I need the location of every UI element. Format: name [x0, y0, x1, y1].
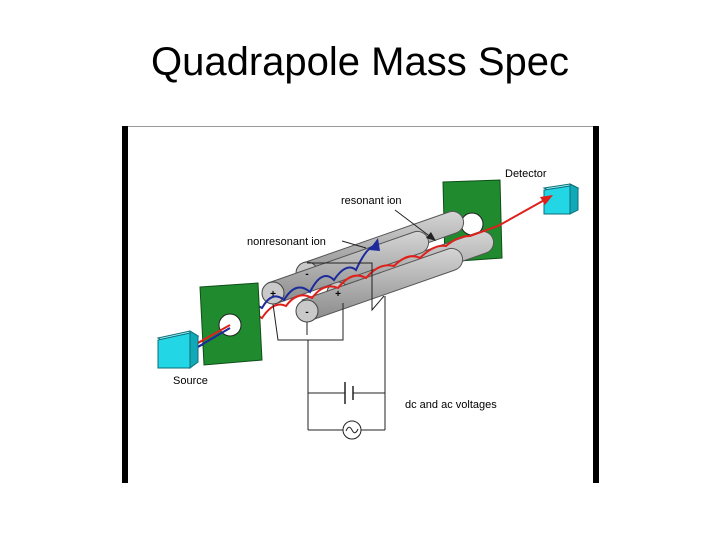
- rod-bottom-sign: -: [305, 307, 308, 318]
- ac-source-symbol: [342, 420, 362, 440]
- source-box: [156, 330, 200, 369]
- rod-top-sign: -: [305, 269, 308, 280]
- rod-bottom: [295, 247, 464, 323]
- source-label: Source: [173, 375, 208, 387]
- resonant-ion-pointer-head: [426, 232, 436, 241]
- resonant-ion-label: resonant ion: [341, 195, 402, 207]
- resonant-ion-pointer: [394, 209, 433, 239]
- rod-left-sign: +: [270, 289, 276, 300]
- nonresonant-ion-pointer: [341, 240, 367, 249]
- panel-right-border: [593, 126, 599, 483]
- panel-left-border: [122, 126, 128, 483]
- wiring-circuit: [272, 262, 386, 431]
- nonresonant-ion-label: nonresonant ion: [247, 236, 326, 248]
- detector-label: Detector: [505, 168, 547, 180]
- slide-title: Quadrapole Mass Spec: [150, 40, 569, 84]
- dc-battery-symbol: [344, 382, 354, 404]
- ion-beam-entry-blue: [195, 327, 231, 349]
- nonresonant-ion-arrowhead: [369, 238, 380, 251]
- resonant-ion-arrowhead: [540, 195, 553, 205]
- resonant-ion-path: [195, 197, 549, 345]
- voltages-label: dc and ac voltages: [405, 399, 497, 411]
- rod-right-sign: +: [335, 289, 341, 300]
- ion-beam-entry-red: [195, 324, 231, 345]
- detector-box: [542, 183, 580, 215]
- nonresonant-ion-path: [195, 245, 375, 349]
- entrance-plate: [199, 282, 263, 366]
